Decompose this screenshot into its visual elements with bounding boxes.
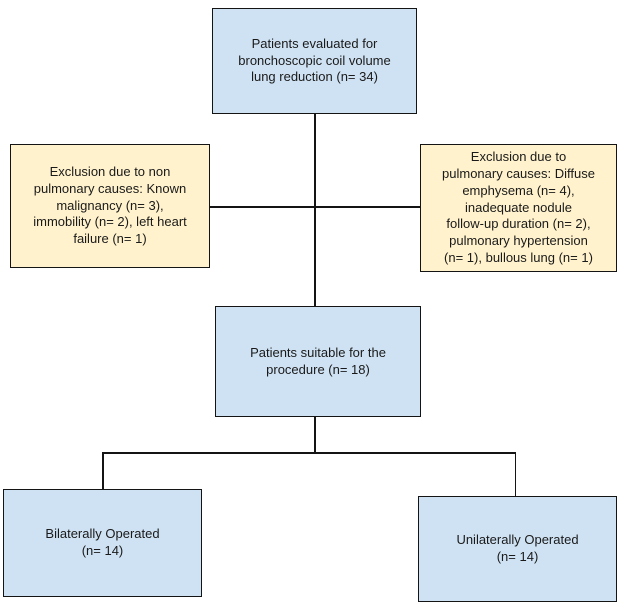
node-patients-suitable-label: Patients suitable for the procedure (n= …: [250, 344, 386, 377]
connector-exclusion-branches: [210, 206, 420, 208]
node-exclusion-non-pulmonary-label: Exclusion due to non pulmonary causes: K…: [33, 163, 187, 247]
connector-suitable-down: [314, 417, 316, 453]
node-unilaterally-operated-label: Unilaterally Operated (n= 14): [456, 532, 579, 564]
connector-branch-left-drop: [102, 452, 104, 490]
node-exclusion-pulmonary: Exclusion due to pulmonary causes: Diffu…: [420, 144, 617, 272]
connector-operated-branch: [102, 452, 516, 454]
node-exclusion-non-pulmonary: Exclusion due to non pulmonary causes: K…: [10, 144, 210, 268]
node-unilaterally-operated: Unilaterally Operated (n= 14): [418, 496, 617, 602]
node-bilaterally-operated: Bilaterally Operated (n= 14): [3, 489, 202, 597]
connector-evaluated-to-suitable: [314, 114, 316, 306]
node-patients-evaluated: Patients evaluated for bronchoscopic coi…: [212, 8, 417, 114]
connector-branch-right-drop: [514, 452, 516, 497]
node-patients-suitable: Patients suitable for the procedure (n= …: [215, 306, 421, 417]
node-patients-evaluated-label: Patients evaluated for bronchoscopic coi…: [238, 35, 391, 85]
node-bilaterally-operated-label: Bilaterally Operated (n= 14): [45, 526, 160, 558]
node-exclusion-pulmonary-label: Exclusion due to pulmonary causes: Diffu…: [442, 148, 595, 266]
